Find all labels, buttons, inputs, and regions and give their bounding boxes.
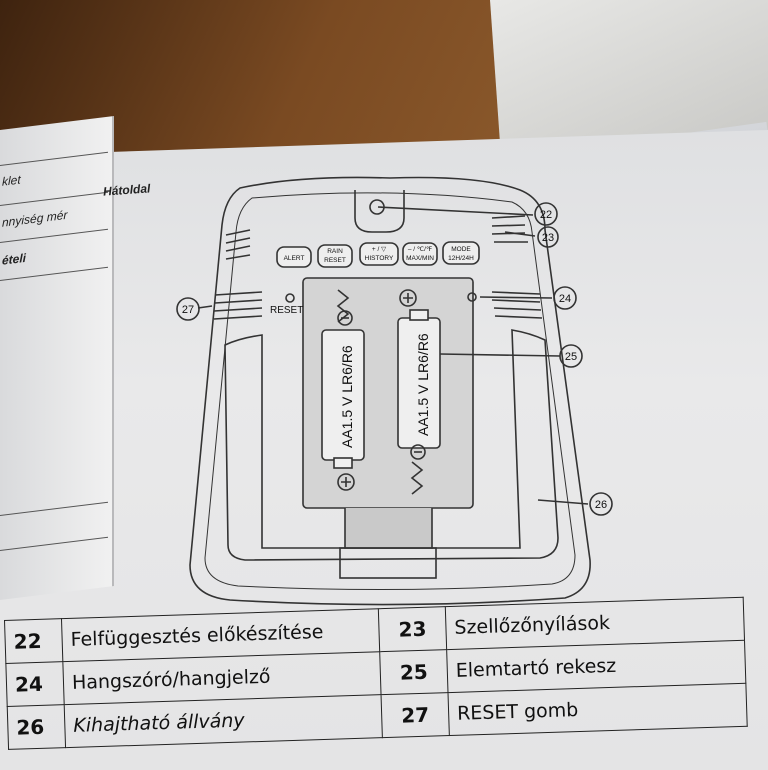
reset-label: RESET [270,305,303,316]
minus-icon [410,444,426,460]
minus-icon [337,310,353,326]
vent-right-top [491,215,528,243]
callout-25: 25 [565,351,577,363]
button-rain-label: RAIN [327,248,343,255]
button-plus-label: + / ▽ [372,246,387,253]
button-maxmin-label: MAX/MIN [406,255,434,262]
parts-table: 22 Felfüggesztés előkészítése 23 Szellőz… [4,597,748,750]
hanger-outline [354,190,405,233]
spring-icon [410,461,424,495]
battery-left-label: AA1.5 V LR6/R6 [339,345,355,448]
callout-23: 23 [542,232,554,244]
part-number: 26 [7,704,66,750]
button-minus-label: – / ℃/℉ [408,246,433,253]
button-history-label: HISTORY [365,255,394,262]
button-alert-label: ALERT [284,255,305,262]
plus-icon [399,289,417,307]
callout-24: 24 [559,293,571,305]
plus-icon [337,473,355,491]
vent-left-mid [213,291,263,320]
part-number: 22 [4,618,63,664]
callout-27: 27 [182,304,194,316]
stand-outline [224,329,559,561]
spring-icon [336,289,350,323]
button-row [276,241,480,268]
callout-26: 26 [595,499,607,511]
callout-22: 22 [540,209,552,221]
part-label: RESET gomb [447,683,748,736]
battery-right-label: AA1.5 V LR6/R6 [415,333,431,436]
button-12h24h-label: 12H/24H [448,255,474,262]
button-reset-label: RESET [324,257,346,264]
device-outline [189,176,591,606]
part-number: 25 [379,649,448,695]
vent-right-mid [491,291,543,319]
button-mode-label: MODE [451,246,471,253]
reset-hole [285,293,295,303]
speaker-hole [467,292,477,302]
part-number: 23 [378,606,447,652]
part-number: 27 [381,692,450,738]
part-number: 24 [5,661,65,707]
vent-left-top [225,229,251,260]
